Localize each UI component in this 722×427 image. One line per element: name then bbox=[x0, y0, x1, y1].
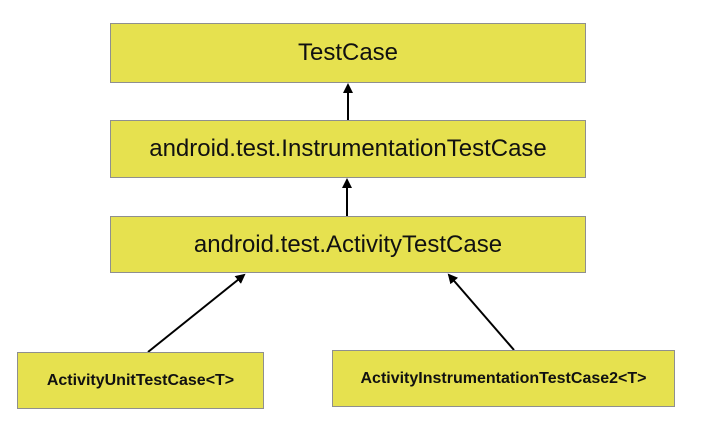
node-instrumentation-test-case-label: android.test.InstrumentationTestCase bbox=[149, 135, 547, 162]
node-testcase-label: TestCase bbox=[297, 39, 399, 66]
node-activity-instrumentation-test-case2: ActivityInstrumentationTestCase2<T> bbox=[332, 350, 675, 407]
node-activity-unit-test-case-label: ActivityUnitTestCase<T> bbox=[46, 371, 235, 389]
node-activity-instrumentation-test-case2-label: ActivityInstrumentationTestCase2<T> bbox=[360, 369, 647, 387]
arrow-unit-to-activity bbox=[147, 273, 246, 353]
node-activity-test-case-label: android.test.ActivityTestCase bbox=[193, 230, 503, 258]
node-activity-unit-test-case: ActivityUnitTestCase<T> bbox=[17, 352, 264, 409]
node-activity-test-case: android.test.ActivityTestCase bbox=[110, 216, 586, 273]
node-testcase: TestCase bbox=[110, 23, 586, 83]
node-instrumentation-test-case: android.test.InstrumentationTestCase bbox=[110, 120, 586, 178]
arrow-instr2-to-activity bbox=[447, 273, 515, 351]
